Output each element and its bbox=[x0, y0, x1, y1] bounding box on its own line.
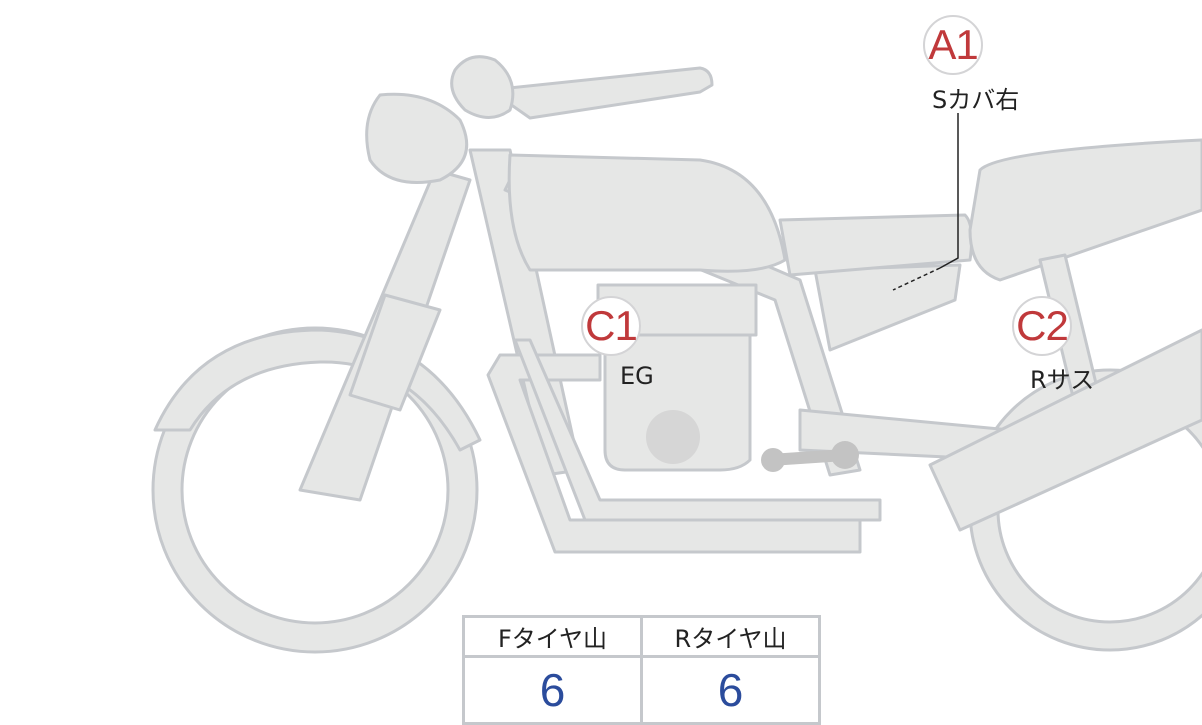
tire-tread-table: Fタイヤ山 Rタイヤ山 6 6 bbox=[462, 615, 821, 725]
a1-leader-line bbox=[939, 113, 959, 269]
front-tire-tread-value: 6 bbox=[462, 655, 643, 725]
marker-c2-label: Rサス bbox=[1030, 366, 1095, 394]
marker-c2: C2 bbox=[1012, 296, 1072, 356]
rear-tire-tread-value: 6 bbox=[640, 655, 821, 725]
marker-a1: A1 bbox=[923, 15, 983, 75]
marker-c1-label: EG bbox=[620, 362, 654, 390]
marker-c1: C1 bbox=[581, 296, 641, 356]
rear-tire-tread-header: Rタイヤ山 bbox=[640, 615, 821, 658]
front-tire-tread-header: Fタイヤ山 bbox=[462, 615, 643, 658]
marker-a1-label: Sカバ右 bbox=[932, 86, 1020, 114]
